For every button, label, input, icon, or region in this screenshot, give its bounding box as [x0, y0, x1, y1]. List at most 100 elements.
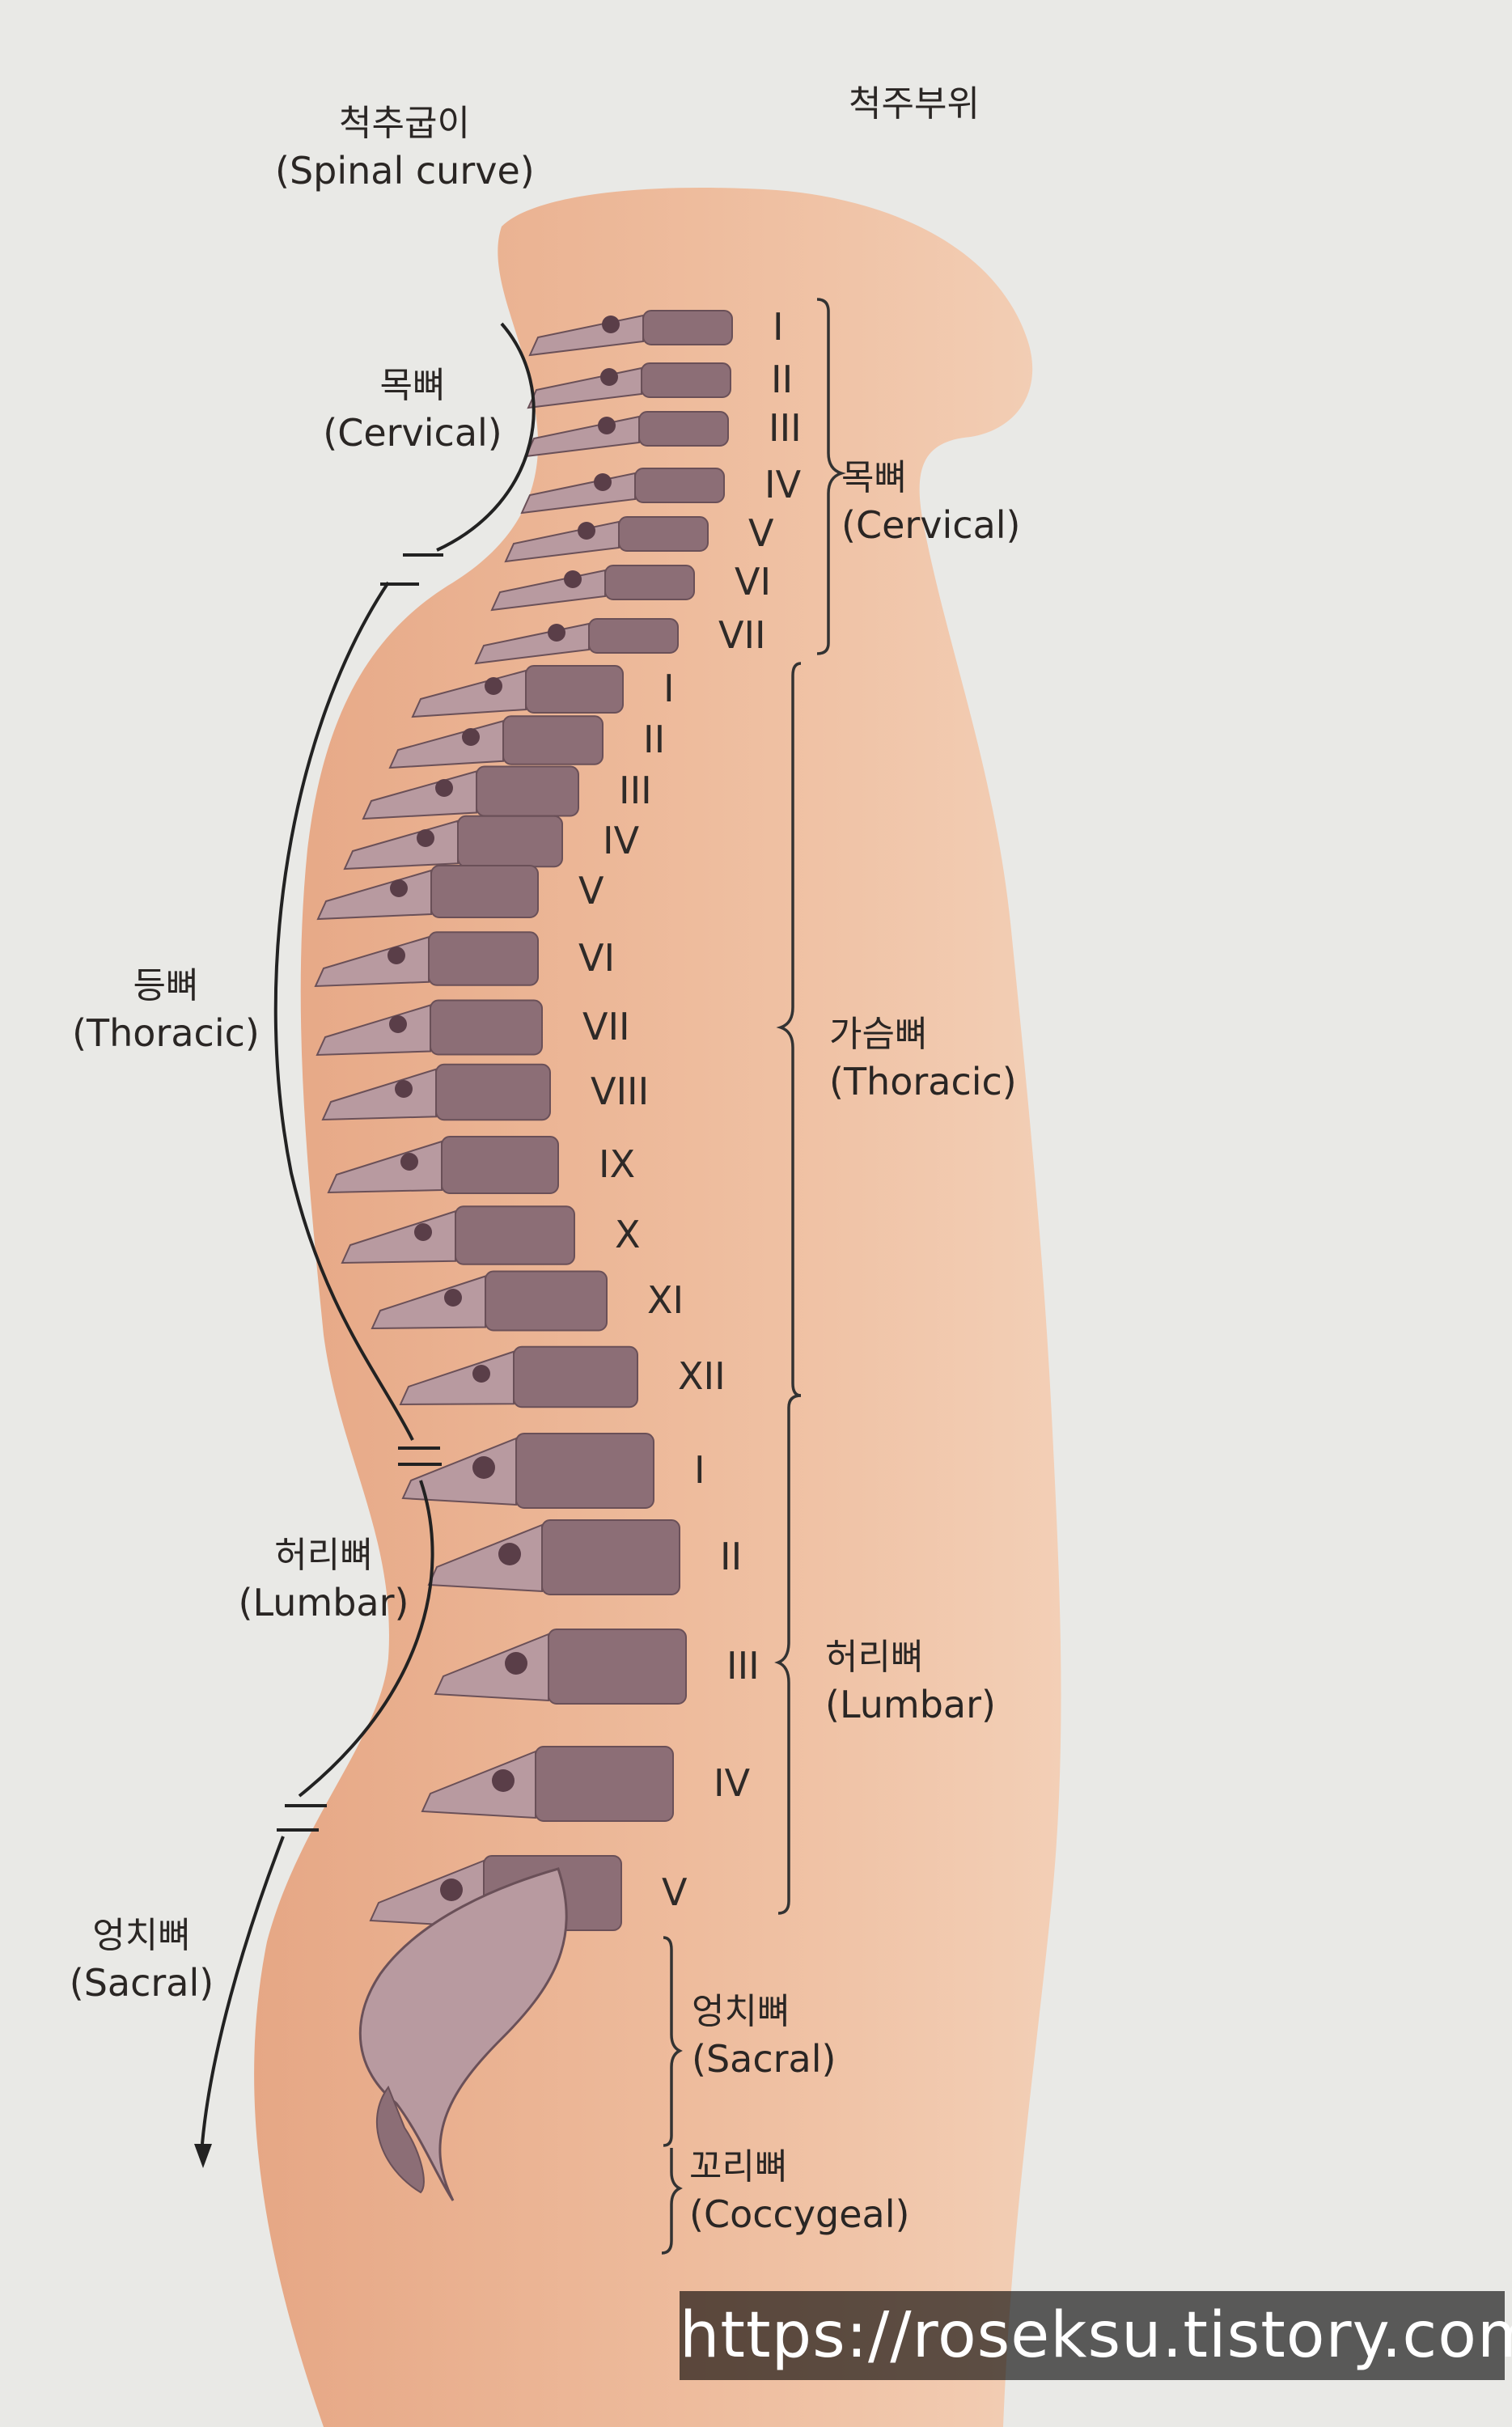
thoracic-vertebra-6-body	[428, 931, 539, 986]
thoracic-vertebra-2-label: II	[643, 718, 666, 761]
thoracic-vertebra-3-label: III	[619, 769, 652, 812]
spinal-region-header: 척주부위	[817, 81, 1011, 128]
cervical-vertebra-1-foramen	[602, 316, 620, 333]
lumbar-vertebra-1-label: I	[694, 1448, 705, 1492]
thoracic-vertebra-11-process	[371, 1275, 486, 1330]
cervical-vertebra-4-body	[634, 468, 725, 503]
region-label-lumbar-ko: 허리뼈	[825, 1637, 924, 1678]
cervical-vertebra-3-body	[638, 411, 729, 447]
thoracic-vertebra-3-body	[476, 765, 579, 817]
thoracic-vertebra-10-foramen	[414, 1223, 432, 1241]
region-label-lumbar-en: (Lumbar)	[825, 1683, 996, 1726]
curve-boundary-ticks	[277, 553, 443, 1832]
curve-label-thoracic: 등뼈 (Thoracic)	[65, 963, 267, 1057]
curve-label-lumbar: 허리뼈 (Lumbar)	[222, 1532, 425, 1626]
lumbar-vertebra-5-foramen	[440, 1878, 463, 1901]
thoracic-vertebra-8-foramen	[395, 1080, 413, 1098]
lumbar-vertebra-5-label: V	[662, 1870, 688, 1914]
thoracic-vertebra-9-label: IX	[599, 1142, 636, 1186]
lumbar-vertebra-4-process	[421, 1750, 536, 1819]
cervical-vertebra-5-body	[618, 516, 709, 552]
spinal-curve-header-ko: 척추굽이	[339, 103, 470, 144]
cervical-vertebra-6-foramen	[564, 570, 582, 588]
thoracic-vertebra-10-process	[341, 1209, 456, 1264]
vertebral-column	[314, 310, 733, 2201]
cervical-vertebra-3-label: III	[769, 406, 802, 450]
curve-label-cervical-en: (Cervical)	[323, 411, 502, 455]
curve-label-lumbar-ko: 허리뼈	[274, 1535, 373, 1576]
sacral-curve-line	[201, 1836, 285, 2145]
cervical-vertebra-5-foramen	[578, 522, 595, 540]
thoracic-vertebra-10-body	[455, 1205, 575, 1265]
thoracic-vertebra-2-foramen	[462, 728, 480, 746]
lumbar-vertebra-2-foramen	[498, 1543, 521, 1565]
lumbar-curve-line	[298, 1480, 434, 1798]
thoracic-vertebra-12-label: XII	[678, 1354, 726, 1398]
thoracic-vertebra-3-foramen	[435, 779, 453, 797]
coccyx-bone	[376, 2085, 425, 2194]
lumbar-vertebra-1-body	[515, 1433, 654, 1509]
cervical-vertebra-1-label: I	[773, 305, 784, 349]
region-label-thoracic: 가슴뼈 (Thoracic)	[829, 1011, 1040, 1105]
region-label-lumbar: 허리뼈 (Lumbar)	[825, 1634, 1036, 1728]
cervical-vertebra-6-label: VI	[735, 560, 772, 604]
thoracic-vertebra-1-foramen	[485, 677, 502, 695]
cervical-vertebra-7-body	[588, 618, 679, 654]
sacral-arrowhead	[194, 2144, 212, 2168]
lumbar-vertebra-4-foramen	[492, 1769, 515, 1792]
curve-label-lumbar-en: (Lumbar)	[238, 1581, 409, 1624]
region-label-thoracic-en: (Thoracic)	[829, 1060, 1017, 1103]
cervical-vertebra-7-label: VII	[718, 613, 766, 657]
lumbar-vertebra-3-label: III	[726, 1644, 760, 1688]
spinal-region-header-ko: 척주부위	[849, 83, 980, 125]
region-braces	[661, 298, 846, 2255]
lumbar-vertebra-1-foramen	[472, 1456, 495, 1479]
lumbar-vertebra-2-process	[427, 1523, 543, 1593]
thoracic-vertebra-11-label: XI	[647, 1278, 684, 1322]
cervical-vertebra-7-foramen	[548, 624, 565, 642]
cervical-vertebra-2-body	[641, 362, 731, 398]
region-label-cervical-ko: 목뼈	[841, 457, 907, 498]
thoracic-vertebra-11-foramen	[444, 1289, 462, 1307]
curve-label-sacral-ko: 엉치뼈	[92, 1915, 191, 1956]
cervical-vertebra-6-body	[604, 565, 695, 600]
thoracic-vertebra-5-foramen	[390, 879, 408, 897]
thoracic-vertebra-6-foramen	[388, 947, 405, 964]
curve-label-sacral: 엉치뼈 (Sacral)	[40, 1912, 243, 2006]
watermark-url: https://roseksu.tistory.com	[680, 2291, 1512, 2380]
curve-label-thoracic-ko: 등뼈	[133, 965, 199, 1006]
thoracic-vertebra-5-label: V	[578, 869, 604, 913]
cervical-vertebra-3-foramen	[598, 417, 616, 434]
curve-label-cervical-ko: 목뼈	[379, 365, 446, 406]
thoracic-vertebra-4-label: IV	[603, 819, 640, 862]
thoracic-vertebra-9-body	[441, 1136, 559, 1194]
lumbar-vertebra-4-body	[535, 1746, 674, 1822]
region-label-cervical-en: (Cervical)	[841, 503, 1021, 547]
lumbar-vertebra-3-process	[434, 1633, 549, 1702]
region-label-sacral-en: (Sacral)	[692, 2037, 836, 2081]
thoracic-curve-line	[273, 581, 414, 1441]
cervical-vertebra-4-label: IV	[764, 463, 802, 506]
thoracic-vertebra-11-body	[485, 1270, 608, 1332]
thoracic-vertebra-12-process	[399, 1350, 515, 1406]
cervical-vertebra-2-foramen	[600, 368, 618, 386]
thoracic-vertebra-7-body	[430, 999, 543, 1056]
curve-label-sacral-en: (Sacral)	[69, 1961, 214, 2005]
region-label-coccygeal: 꼬리뼈 (Coccygeal)	[689, 2144, 932, 2238]
thoracic-vertebra-7-foramen	[389, 1015, 407, 1033]
cervical-curve-line	[436, 322, 536, 552]
cervical-vertebra-4-foramen	[594, 473, 612, 491]
sacrum-bone	[358, 1867, 568, 2201]
spinal-curve-header-en: (Spinal curve)	[275, 149, 535, 193]
thoracic-vertebra-5-body	[430, 865, 539, 918]
lumbar-vertebra-1-process	[401, 1437, 517, 1506]
thoracic-vertebra-4-body	[457, 815, 563, 868]
thoracic-vertebra-12-foramen	[472, 1365, 490, 1383]
lumbar-vertebra-3-foramen	[505, 1652, 527, 1675]
thoracic-vertebra-7-label: VII	[582, 1005, 630, 1048]
curve-label-thoracic-en: (Thoracic)	[72, 1011, 260, 1055]
region-label-sacral-ko: 엉치뼈	[692, 1991, 790, 2032]
thoracic-vertebra-12-body	[513, 1345, 638, 1408]
